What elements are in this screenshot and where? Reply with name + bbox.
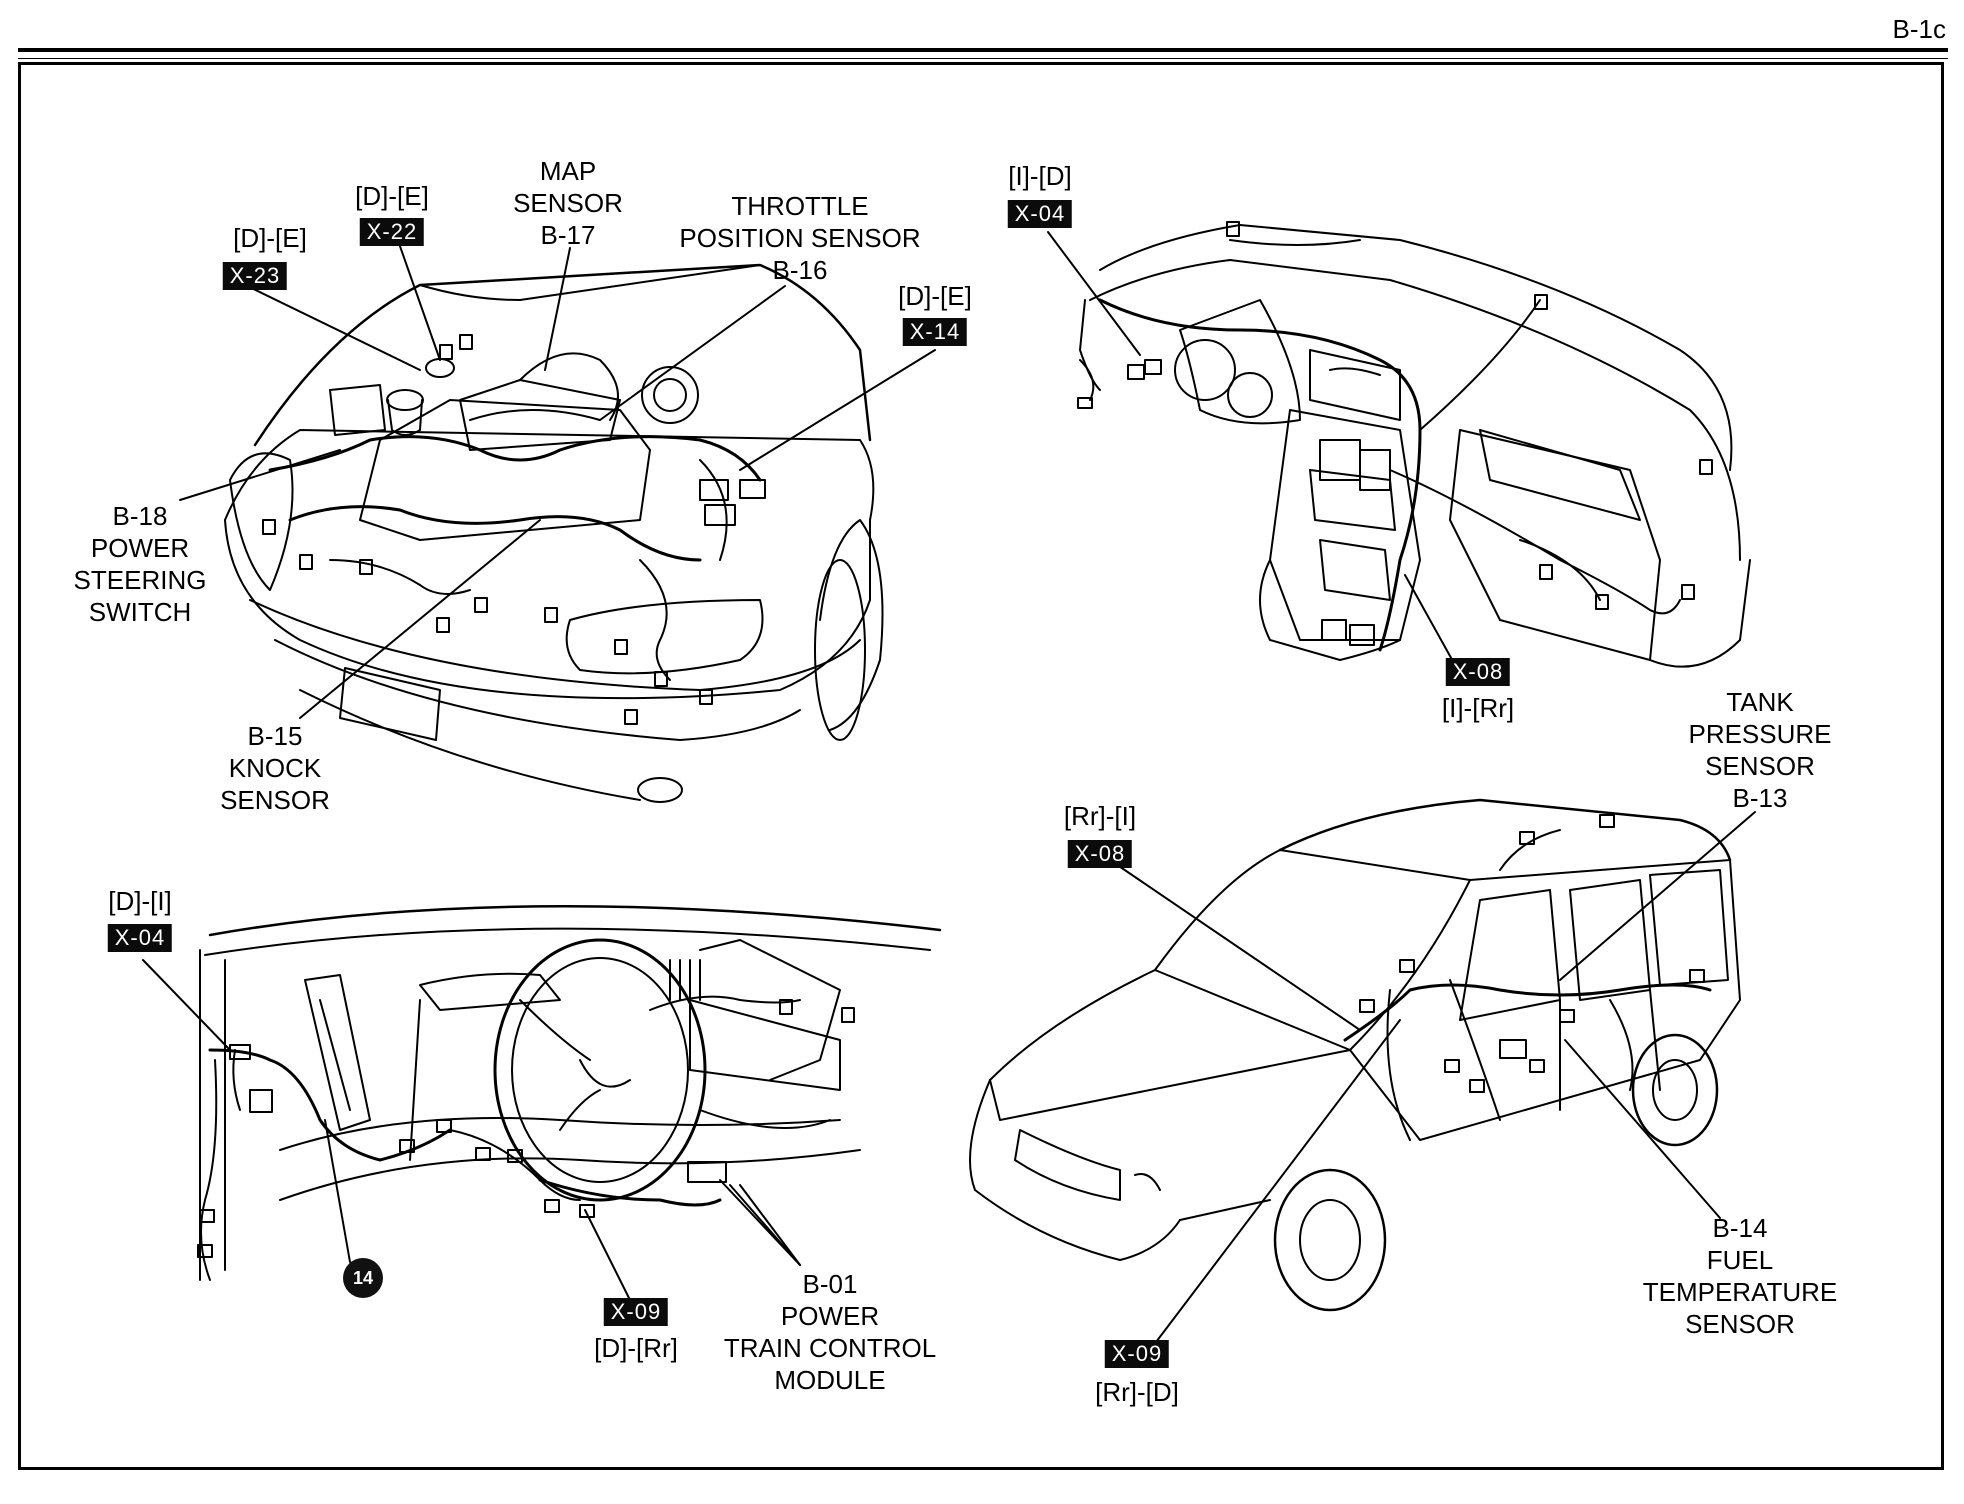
van-drawing bbox=[969, 798, 1756, 1351]
power-steering-line2: STEERING bbox=[73, 565, 207, 595]
knock-sensor-code: B-15 bbox=[247, 721, 303, 751]
van-x09-connector-tag: X-09 bbox=[1104, 1340, 1170, 1368]
throttle-sensor-label: THROTTLE POSITION SENSOR B-16 bbox=[679, 190, 920, 286]
map-sensor-line2: SENSOR bbox=[513, 188, 623, 218]
power-steering-line3: SWITCH bbox=[88, 597, 192, 627]
knock-sensor-label: B-15 KNOCK SENSOR bbox=[220, 720, 330, 816]
power-steering-code: B-18 bbox=[112, 501, 168, 531]
throttle-sensor-code: B-16 bbox=[772, 255, 828, 285]
van-x08-connector-tag: X-08 bbox=[1067, 840, 1133, 868]
ground-point-marker: 14 bbox=[343, 1258, 383, 1298]
fuel-temp-label: B-14 FUEL TEMPERATURE SENSOR bbox=[1643, 1212, 1838, 1340]
engine-bay-drawing bbox=[179, 231, 936, 803]
dash-x08-route-label: [I]-[Rr] bbox=[1441, 693, 1515, 723]
fuel-temp-code: B-14 bbox=[1712, 1213, 1768, 1243]
dash-x04-connector-tag: X-04 bbox=[1007, 200, 1073, 228]
page-id: B-1c bbox=[1892, 14, 1946, 44]
interior-drawing bbox=[142, 904, 942, 1301]
van-x09-route-label: [Rr]-[D] bbox=[1095, 1377, 1179, 1407]
knock-sensor-line2: SENSOR bbox=[220, 785, 330, 815]
x23-connector-tag: X-23 bbox=[222, 262, 288, 290]
tank-pressure-line1: TANK bbox=[1726, 687, 1794, 717]
header-rule-thin bbox=[18, 58, 1948, 59]
knock-sensor-line1: KNOCK bbox=[228, 753, 322, 783]
interior-x04-route-label: [D]-[I] bbox=[108, 886, 172, 916]
pcm-line2: TRAIN CONTROL bbox=[723, 1333, 937, 1363]
throttle-sensor-line1: THROTTLE bbox=[731, 191, 869, 221]
interior-x09-connector-tag: X-09 bbox=[603, 1298, 669, 1326]
pcm-code: B-01 bbox=[802, 1269, 858, 1299]
map-sensor-line1: MAP bbox=[539, 156, 597, 186]
power-steering-label: B-18 POWER STEERING SWITCH bbox=[74, 500, 207, 628]
tank-pressure-code: B-13 bbox=[1732, 783, 1788, 813]
header-rule bbox=[18, 48, 1948, 52]
dash-x08-connector-tag: X-08 bbox=[1445, 658, 1511, 686]
tank-pressure-line2: PRESSURE bbox=[1688, 719, 1832, 749]
fuel-temp-line1: FUEL bbox=[1706, 1245, 1774, 1275]
pcm-label: B-01 POWER TRAIN CONTROL MODULE bbox=[724, 1268, 936, 1396]
map-sensor-label: MAP SENSOR B-17 bbox=[513, 155, 623, 251]
x14-route-label: [D]-[E] bbox=[898, 281, 972, 311]
van-x08-route-label: [Rr]-[I] bbox=[1063, 801, 1137, 831]
tank-pressure-label: TANK PRESSURE SENSOR B-13 bbox=[1688, 686, 1831, 814]
pcm-line3: MODULE bbox=[774, 1365, 886, 1395]
throttle-sensor-line2: POSITION SENSOR bbox=[679, 223, 921, 253]
interior-x09-route-label: [D]-[Rr] bbox=[594, 1333, 678, 1363]
x22-route-label: [D]-[E] bbox=[355, 181, 429, 211]
dashboard-drawing bbox=[1047, 221, 1751, 668]
pcm-line1: POWER bbox=[780, 1301, 880, 1331]
map-sensor-code: B-17 bbox=[540, 220, 596, 250]
interior-x04-connector-tag: X-04 bbox=[107, 924, 173, 952]
tank-pressure-line3: SENSOR bbox=[1705, 751, 1815, 781]
diagram-frame bbox=[18, 62, 1944, 1470]
fuel-temp-line2: TEMPERATURE bbox=[1642, 1277, 1838, 1307]
x14-connector-tag: X-14 bbox=[902, 318, 968, 346]
fuel-temp-line3: SENSOR bbox=[1685, 1309, 1795, 1339]
x23-route-label: [D]-[E] bbox=[233, 223, 307, 253]
power-steering-line1: POWER bbox=[90, 533, 190, 563]
x22-connector-tag: X-22 bbox=[359, 218, 425, 246]
dash-x04-route-label: [I]-[D] bbox=[1008, 161, 1072, 191]
